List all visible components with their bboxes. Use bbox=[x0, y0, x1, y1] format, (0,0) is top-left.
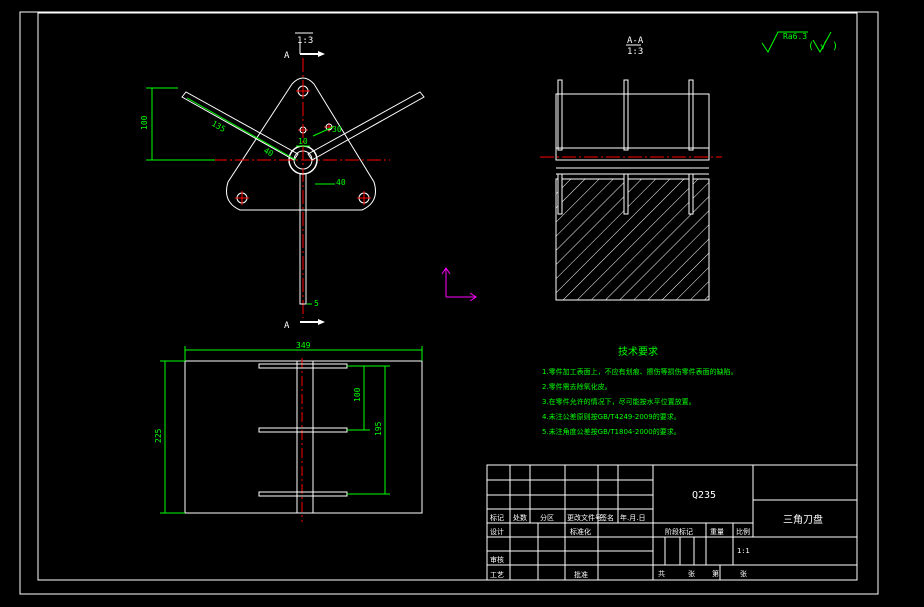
tech-note-1: 1.零件加工表面上，不应有划痕、擦伤等损伤零件表面的缺陷。 bbox=[542, 367, 738, 376]
section-lower-blades bbox=[557, 173, 694, 215]
front-dimensions bbox=[146, 87, 335, 305]
tb-review: 审核 bbox=[490, 555, 504, 564]
title-block bbox=[486, 464, 858, 581]
tb-part-name: 三角刀盘 bbox=[783, 513, 823, 526]
tb-weight: 重量 bbox=[710, 528, 724, 536]
tb-mark: 标记 bbox=[490, 513, 504, 522]
tb-design: 设计 bbox=[490, 527, 504, 536]
section-upper-blades bbox=[557, 79, 694, 151]
section-name: A-A bbox=[627, 36, 644, 46]
tb-sheet-suffix: 张 bbox=[740, 569, 747, 578]
tech-note-4: 4.未注公差原则按GB/T4249-2009的要求。 bbox=[542, 412, 681, 421]
tb-process: 工艺 bbox=[490, 571, 504, 579]
section-arrow-top-head bbox=[318, 51, 325, 57]
section-arrow-bottom-head bbox=[318, 319, 325, 325]
side-plate bbox=[184, 360, 423, 514]
tb-material: Q235 bbox=[692, 490, 716, 501]
blade-right bbox=[307, 91, 425, 161]
dim-height-225: 225 bbox=[154, 428, 163, 443]
title-block-text: Q235 三角刀盘 标记 处数 分区 更改文件号 签名 年.月.日 设计 标准化… bbox=[490, 490, 823, 579]
tb-scale: 比例 bbox=[736, 527, 750, 536]
section-hatched-body bbox=[555, 178, 710, 301]
tb-zone: 分区 bbox=[540, 513, 554, 522]
section-top-scale: 1:3 bbox=[297, 36, 313, 46]
dim-blade-thk-5: 5 bbox=[314, 299, 319, 308]
side-dimensions bbox=[160, 346, 423, 514]
section-upper-body bbox=[555, 93, 710, 149]
tech-notes: 技术要求 1.零件加工表面上，不应有划痕、擦伤等损伤零件表面的缺陷。 2.零件需… bbox=[542, 345, 738, 436]
tb-approve: 批准 bbox=[574, 570, 588, 579]
section-hub bbox=[555, 147, 710, 161]
dim-pitch-195: 195 bbox=[374, 421, 383, 436]
dim-height-100: 100 bbox=[140, 115, 149, 130]
tech-note-3: 3.在零件允许的情况下，尽可能按水平位置放置。 bbox=[542, 397, 696, 406]
section-view: A-A 1:3 bbox=[540, 36, 722, 301]
tb-stage-mark: 阶段标记 bbox=[665, 527, 693, 536]
dim-blade-40: 40 bbox=[262, 146, 275, 159]
section-top-arrow-label: A bbox=[284, 51, 290, 61]
blade-bottom bbox=[299, 173, 307, 305]
tech-note-2: 2.零件需去除氧化皮。 bbox=[542, 382, 612, 391]
blade-left bbox=[181, 91, 299, 161]
ucs-icon bbox=[441, 267, 477, 302]
roughness-value: Ra6.3 bbox=[783, 32, 807, 41]
inner-frame bbox=[37, 12, 858, 581]
tb-standardization: 标准化 bbox=[570, 527, 591, 536]
dim-pitch-100: 100 bbox=[353, 387, 362, 402]
dim-hub-40: 40 bbox=[336, 178, 346, 187]
roughness-bracket: ( √ ) bbox=[808, 40, 838, 52]
tech-note-5: 5.未注角度公差按GB/T1804-2000的要求。 bbox=[542, 427, 681, 436]
tb-change-doc: 更改文件号 bbox=[567, 513, 602, 522]
side-blades bbox=[258, 363, 348, 497]
outer-frame bbox=[19, 11, 879, 595]
tb-count: 处数 bbox=[513, 513, 527, 522]
roughness-symbol bbox=[761, 31, 832, 54]
blades bbox=[181, 91, 425, 305]
front-view: 1:3 A bbox=[140, 32, 425, 331]
tb-sheet-label: 张 bbox=[688, 569, 695, 578]
tb-date: 年.月.日 bbox=[620, 513, 645, 522]
tb-sheet-no: 第 bbox=[712, 569, 719, 578]
section-scale: 1:3 bbox=[627, 47, 643, 57]
dim-hole-30: 30 bbox=[332, 125, 342, 134]
triangle-plate-outline bbox=[226, 77, 376, 211]
tb-total: 共 bbox=[658, 569, 665, 578]
tb-signature: 签名 bbox=[600, 513, 614, 522]
side-center-shaft bbox=[296, 360, 314, 514]
side-view: 349 225 100 195 bbox=[154, 341, 423, 522]
dim-center-10: 10 bbox=[298, 137, 308, 146]
tech-notes-title: 技术要求 bbox=[618, 345, 658, 358]
dim-width-349: 349 bbox=[296, 341, 311, 350]
tb-scale-value: 1:1 bbox=[737, 547, 750, 555]
section-bottom-arrow-label: A bbox=[284, 321, 290, 331]
